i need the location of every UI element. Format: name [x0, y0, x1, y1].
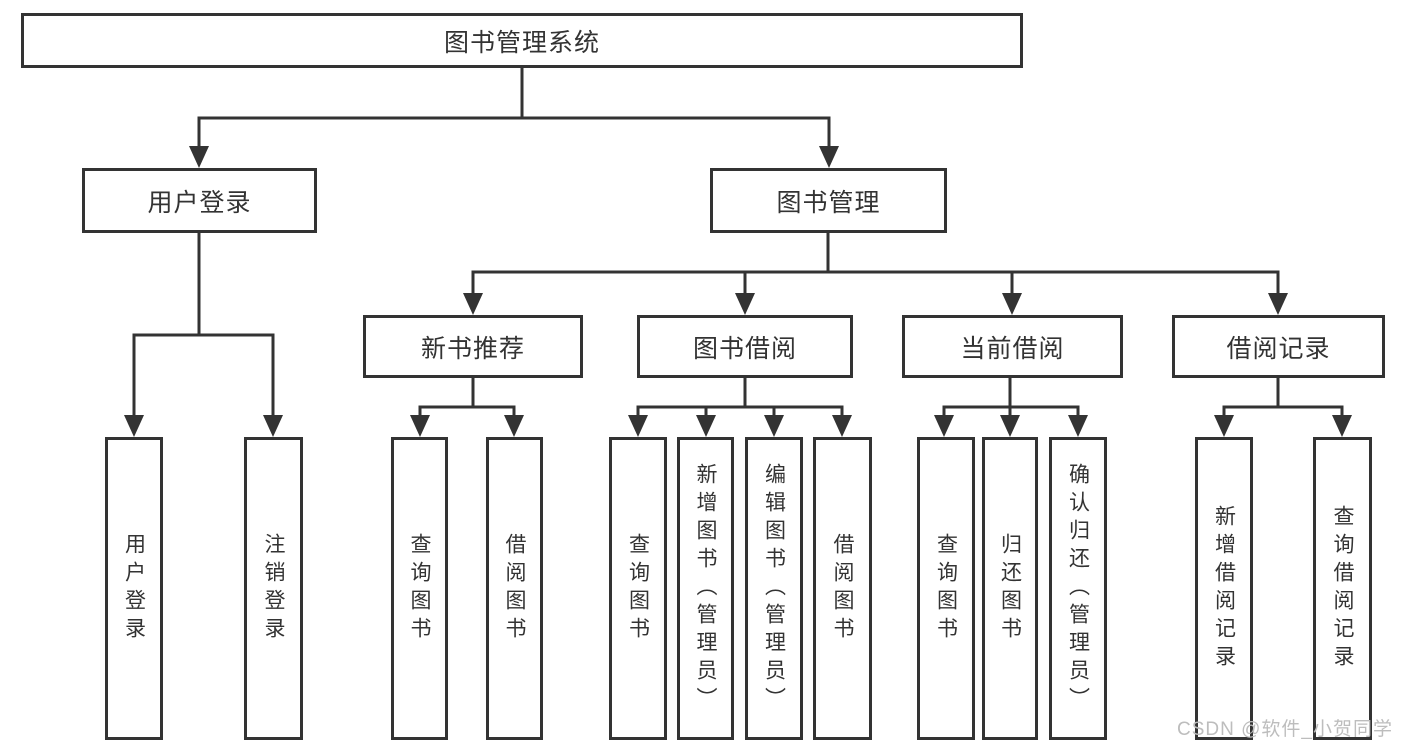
leaf-query-borrow-record: 查询借阅记录: [1313, 437, 1372, 740]
leaf-logout-label: 注销登录: [262, 532, 286, 645]
leaf-add-book-admin: 新增图书（管理员）: [677, 437, 734, 740]
leaf-user-login: 用户登录: [105, 437, 163, 740]
leaf-query-borrow-record-label: 查询借阅记录: [1331, 504, 1355, 673]
node-book-borrow-label: 图书借阅: [692, 334, 797, 363]
node-current-borrow: 当前借阅: [902, 315, 1123, 378]
leaf-return-book-label: 归还图书: [998, 532, 1022, 645]
node-new-book-recommend: 新书推荐: [363, 315, 583, 378]
leaf-logout: 注销登录: [244, 437, 303, 740]
leaf-query-books-borrow: 查询图书: [609, 437, 667, 740]
leaf-add-borrow-record: 新增借阅记录: [1195, 437, 1253, 740]
leaf-query-books-borrow-label: 查询图书: [626, 532, 650, 645]
csdn-watermark: CSDN @软件_小贺同学: [1177, 719, 1393, 740]
node-current-borrow-label: 当前借阅: [960, 334, 1065, 363]
node-user-login-label: 用户登录: [147, 188, 252, 217]
node-book-management-label: 图书管理: [776, 188, 881, 217]
node-book-management: 图书管理: [710, 168, 947, 233]
leaf-confirm-return-admin-label: 确认归还（管理员）: [1066, 462, 1090, 715]
node-library-system-label: 图书管理系统: [443, 28, 600, 57]
leaf-borrow-books-recommend-label: 借阅图书: [503, 532, 527, 645]
node-new-book-recommend-label: 新书推荐: [420, 334, 525, 363]
leaf-query-books-recommend: 查询图书: [391, 437, 448, 740]
leaf-confirm-return-admin: 确认归还（管理员）: [1049, 437, 1107, 740]
node-library-system: 图书管理系统: [21, 13, 1023, 68]
node-user-login: 用户登录: [82, 168, 317, 233]
leaf-query-books-current: 查询图书: [917, 437, 975, 740]
leaf-query-books-recommend-label: 查询图书: [408, 532, 432, 645]
leaf-query-books-current-label: 查询图书: [934, 532, 958, 645]
leaf-edit-book-admin: 编辑图书（管理员）: [745, 437, 803, 740]
leaf-add-book-admin-label: 新增图书（管理员）: [694, 462, 718, 715]
node-borrow-records-label: 借阅记录: [1226, 334, 1331, 363]
node-borrow-records: 借阅记录: [1172, 315, 1385, 378]
leaf-borrow-books: 借阅图书: [813, 437, 872, 740]
leaf-edit-book-admin-label: 编辑图书（管理员）: [762, 462, 786, 715]
leaf-user-login-label: 用户登录: [122, 532, 146, 645]
leaf-return-book: 归还图书: [982, 437, 1038, 740]
leaf-borrow-books-recommend: 借阅图书: [486, 437, 543, 740]
node-book-borrow: 图书借阅: [637, 315, 853, 378]
leaf-borrow-books-label: 借阅图书: [831, 532, 855, 645]
leaf-add-borrow-record-label: 新增借阅记录: [1212, 504, 1236, 673]
